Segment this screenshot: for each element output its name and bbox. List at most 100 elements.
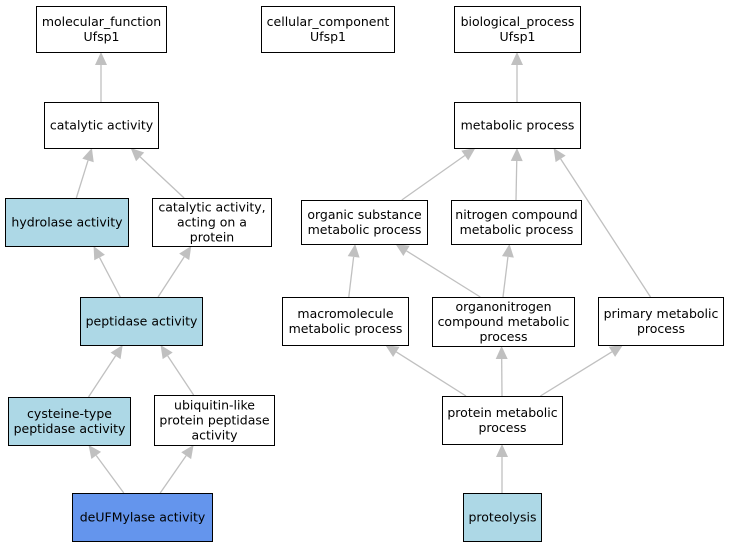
node-box (301, 200, 428, 245)
edge-line (395, 351, 467, 397)
arrowhead (130, 148, 145, 162)
node-catalytic-activity[interactable]: catalytic activity (44, 102, 159, 149)
arrowhead (385, 345, 400, 358)
node-box (442, 396, 563, 445)
node-label-line: metabolic process (461, 118, 575, 133)
arrowhead (160, 345, 173, 360)
arrowhead (110, 345, 123, 360)
node-label-line: metabolic process (308, 222, 422, 237)
node-label-line: metabolic process (460, 222, 574, 237)
edge-line (167, 355, 195, 396)
node-label-line: cellular_component (267, 14, 390, 29)
edge-proteolysis-to-protein_metabolic_process (496, 444, 508, 493)
node-label-line: cysteine-type (27, 406, 112, 421)
node-label-line: macromolecule (297, 306, 393, 321)
node-box (152, 198, 272, 247)
edge-hydrolase_activity-to-catalytic_activity (75, 148, 94, 199)
edge-line (540, 351, 613, 397)
node-label-line: process (479, 329, 527, 344)
node-hydrolase-activity[interactable]: hydrolase activity (5, 198, 129, 247)
edge-cysteine_type_peptidase_activity-to-peptidase_activity (87, 345, 123, 398)
node-peptidase-activity[interactable]: peptidase activity (80, 297, 203, 346)
edge-line (157, 256, 185, 298)
node-box (454, 102, 581, 149)
edge-line (515, 160, 518, 201)
edge-line (99, 257, 121, 298)
edge-line (87, 355, 117, 398)
node-label-line: Ufsp1 (500, 29, 536, 44)
edge-line (75, 160, 89, 199)
arrowhead (510, 148, 523, 162)
edge-organonitrogen_compound_metabolic_process-to-organic_substance_metabolic_process (395, 244, 481, 298)
node-box (8, 397, 131, 446)
edge-metabolic_process-to-biological_process (511, 52, 523, 102)
node-box (454, 6, 581, 53)
node-label-line: peptidase activity (86, 314, 198, 329)
node-label-line: biological_process (461, 14, 575, 29)
node-box (432, 297, 575, 347)
node-box (261, 6, 395, 53)
arrowhead (511, 52, 523, 65)
node-label-line: acting on a (177, 215, 247, 230)
node-label-line: ubiquitin-like (174, 398, 255, 413)
node-box (44, 102, 159, 149)
node-box (36, 6, 167, 53)
edge-line (139, 156, 185, 199)
arrowhead (496, 444, 508, 457)
edge-macromolecule_metabolic_process-to-organic_substance_metabolic_process (347, 244, 360, 298)
node-metabolic-process[interactable]: metabolic process (454, 102, 581, 149)
edge-line (502, 256, 509, 298)
edge-line (406, 250, 481, 298)
arrowhead (495, 346, 508, 360)
arrowhead (395, 244, 410, 256)
edge-deufmylase_activity-to-cysteine_type_peptidase_activity (88, 445, 125, 494)
node-label-line: catalytic activity, (158, 200, 265, 215)
edges-layer (75, 52, 652, 494)
edge-ubiquitin_like_protein_peptidase_activity-to-peptidase_activity (160, 345, 195, 396)
edge-nitrogen_compound_metabolic_process-to-metabolic_process (510, 148, 523, 201)
node-box (80, 297, 203, 346)
arrowhead (501, 244, 514, 258)
node-box (154, 395, 275, 446)
edge-primary_metabolic_process-to-metabolic_process (553, 148, 652, 298)
node-proteolysis[interactable]: proteolysis (463, 493, 542, 542)
node-label-line: protein peptidase (159, 413, 269, 428)
edge-organonitrogen_compound_metabolic_process-to-nitrogen_compound_metabolic_process (501, 244, 514, 298)
node-label-line: hydrolase activity (11, 215, 123, 230)
arrowhead (95, 52, 107, 65)
node-label-line: protein (190, 229, 234, 244)
node-label-line: catalytic activity (50, 118, 154, 133)
node-label-line: organonitrogen (455, 299, 551, 314)
node-label-line: process (478, 420, 526, 435)
edge-line (95, 455, 125, 494)
node-label-line: proteolysis (468, 510, 536, 525)
node-label-line: primary metabolic (604, 306, 719, 321)
arrowhead (93, 246, 105, 261)
arrowhead (347, 244, 360, 258)
arrowhead (179, 246, 192, 261)
edge-peptidase_activity-to-hydrolase_activity (93, 246, 121, 298)
node-label-line: compound metabolic (438, 314, 570, 329)
arrowhead (461, 148, 476, 161)
edge-line (401, 154, 466, 201)
node-box (72, 493, 213, 542)
node-label-line: protein metabolic (447, 405, 557, 420)
arrowhead (181, 445, 194, 460)
node-label-line: peptidase activity (14, 421, 126, 436)
arrowhead (82, 148, 94, 163)
node-deufmylase-activity[interactable]: deUFMylase activity (72, 493, 213, 542)
